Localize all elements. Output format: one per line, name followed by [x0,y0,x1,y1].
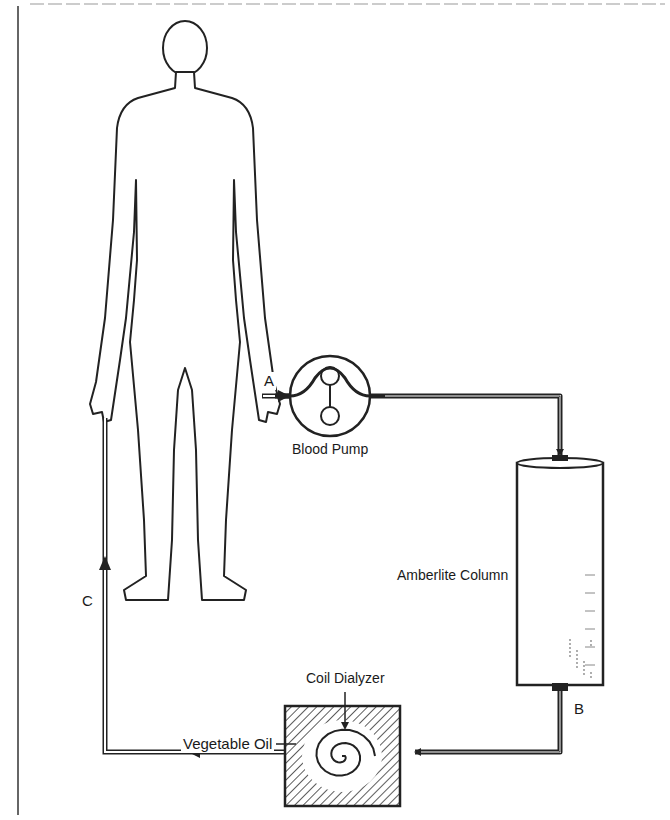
part-label: Blood Pump [290,441,370,458]
tube-c [105,418,286,752]
part-label: Coil Dialyzer [304,670,387,687]
tube-a [262,394,292,399]
part-label: Amberlite Column [395,567,510,584]
blood-pump: Blood Pump [275,353,385,463]
point-label: C [80,592,95,610]
tube-connector [385,396,560,455]
point-label: B [572,700,586,718]
frame-line [17,6,19,815]
coil-dialyzer: Coil Dialyzer [270,668,415,808]
part-label: Vegetable Oil [181,735,274,753]
tube-bore [105,418,286,752]
flow-arrow [99,556,111,570]
frame-line [30,4,665,5]
tube-connector [415,691,560,752]
point-label: A [262,372,276,390]
human-figure [90,21,280,600]
tube-bore [263,395,291,397]
amberlite-column: Amberlite Column [380,455,610,691]
coil-dialyzer-shape [270,668,415,808]
